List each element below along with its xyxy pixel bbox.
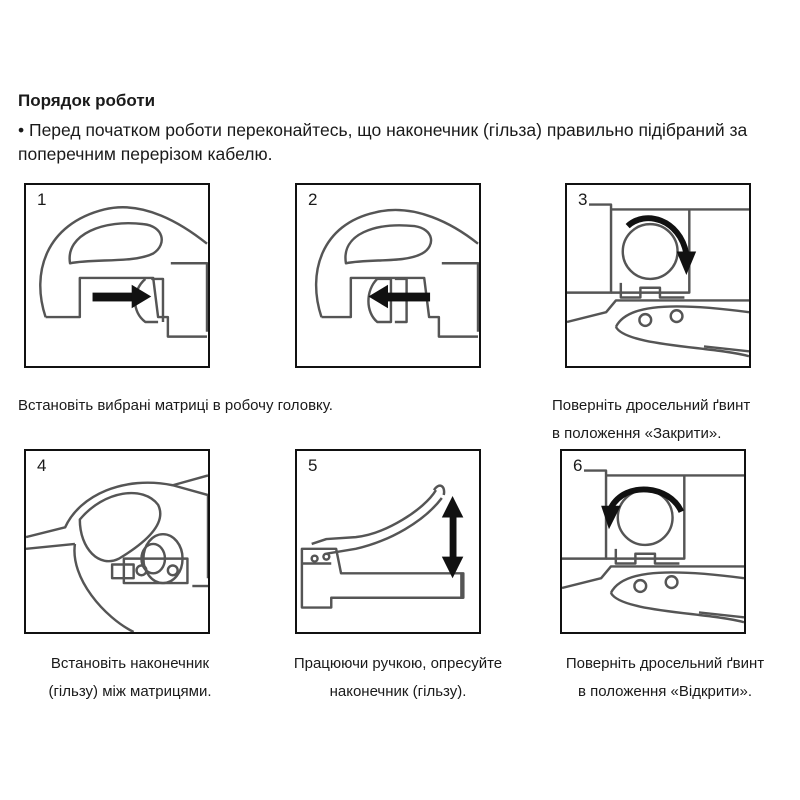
step-1-number: 1 (35, 190, 49, 210)
valve-counterclockwise-icon (562, 469, 744, 624)
handle-pump-icon (300, 484, 465, 609)
step-3-caption-line-1: Поверніть дросельний ґвинт (552, 397, 751, 414)
step-4-figure: 4 (24, 449, 210, 634)
step-3-number: 3 (576, 190, 590, 210)
step-5-caption: Працюючи ручкою, опресуйте наконечник (г… (268, 650, 528, 706)
step-3-caption-line-2: в положення «Закрити». (552, 425, 722, 442)
die-insert-left-icon (314, 208, 479, 338)
step-6-caption-line-2: в положення «Відкрити». (577, 683, 753, 700)
step-6-caption: Поверніть дросельний ґвинт в положення «… (545, 650, 785, 706)
step-2-figure: 2 (295, 183, 481, 368)
step-6-figure: 6 (560, 449, 746, 634)
step-4-caption-line-1: Встановіть наконечник (50, 655, 210, 672)
valve-clockwise-icon (567, 203, 749, 358)
step-4-caption-line-2: (гільзу) між матрицями. (48, 683, 212, 700)
step-5-figure: 5 (295, 449, 481, 634)
step-4-caption: Встановіть наконечник (гільзу) між матри… (20, 650, 240, 706)
step-6-number: 6 (571, 456, 585, 476)
step-1-caption: Встановіть вибрані матриці в робочу голо… (18, 392, 333, 420)
step-1-figure: 1 (24, 183, 210, 368)
step-6-caption-line-1: Поверніть дросельний ґвинт (565, 655, 765, 672)
step-3-caption: Поверніть дросельний ґвинт в положення «… (552, 392, 750, 448)
step-2-number: 2 (306, 190, 320, 210)
step-4-number: 4 (35, 456, 49, 476)
step-3-figure: 3 (565, 183, 751, 368)
lug-insert-icon (26, 474, 208, 632)
die-insert-right-icon (39, 206, 208, 338)
page-heading: Порядок роботи (18, 91, 156, 110)
step-5-caption-line-1: Працюючи ручкою, опресуйте (293, 655, 503, 672)
intro-text: • Перед початком роботи переконайтесь, щ… (18, 120, 748, 164)
step-5-caption-line-2: наконечник (гільзу). (329, 683, 467, 700)
step-1-caption-line-1: Встановіть вибрані матриці в робочу голо… (18, 397, 333, 414)
step-5-number: 5 (306, 456, 320, 476)
